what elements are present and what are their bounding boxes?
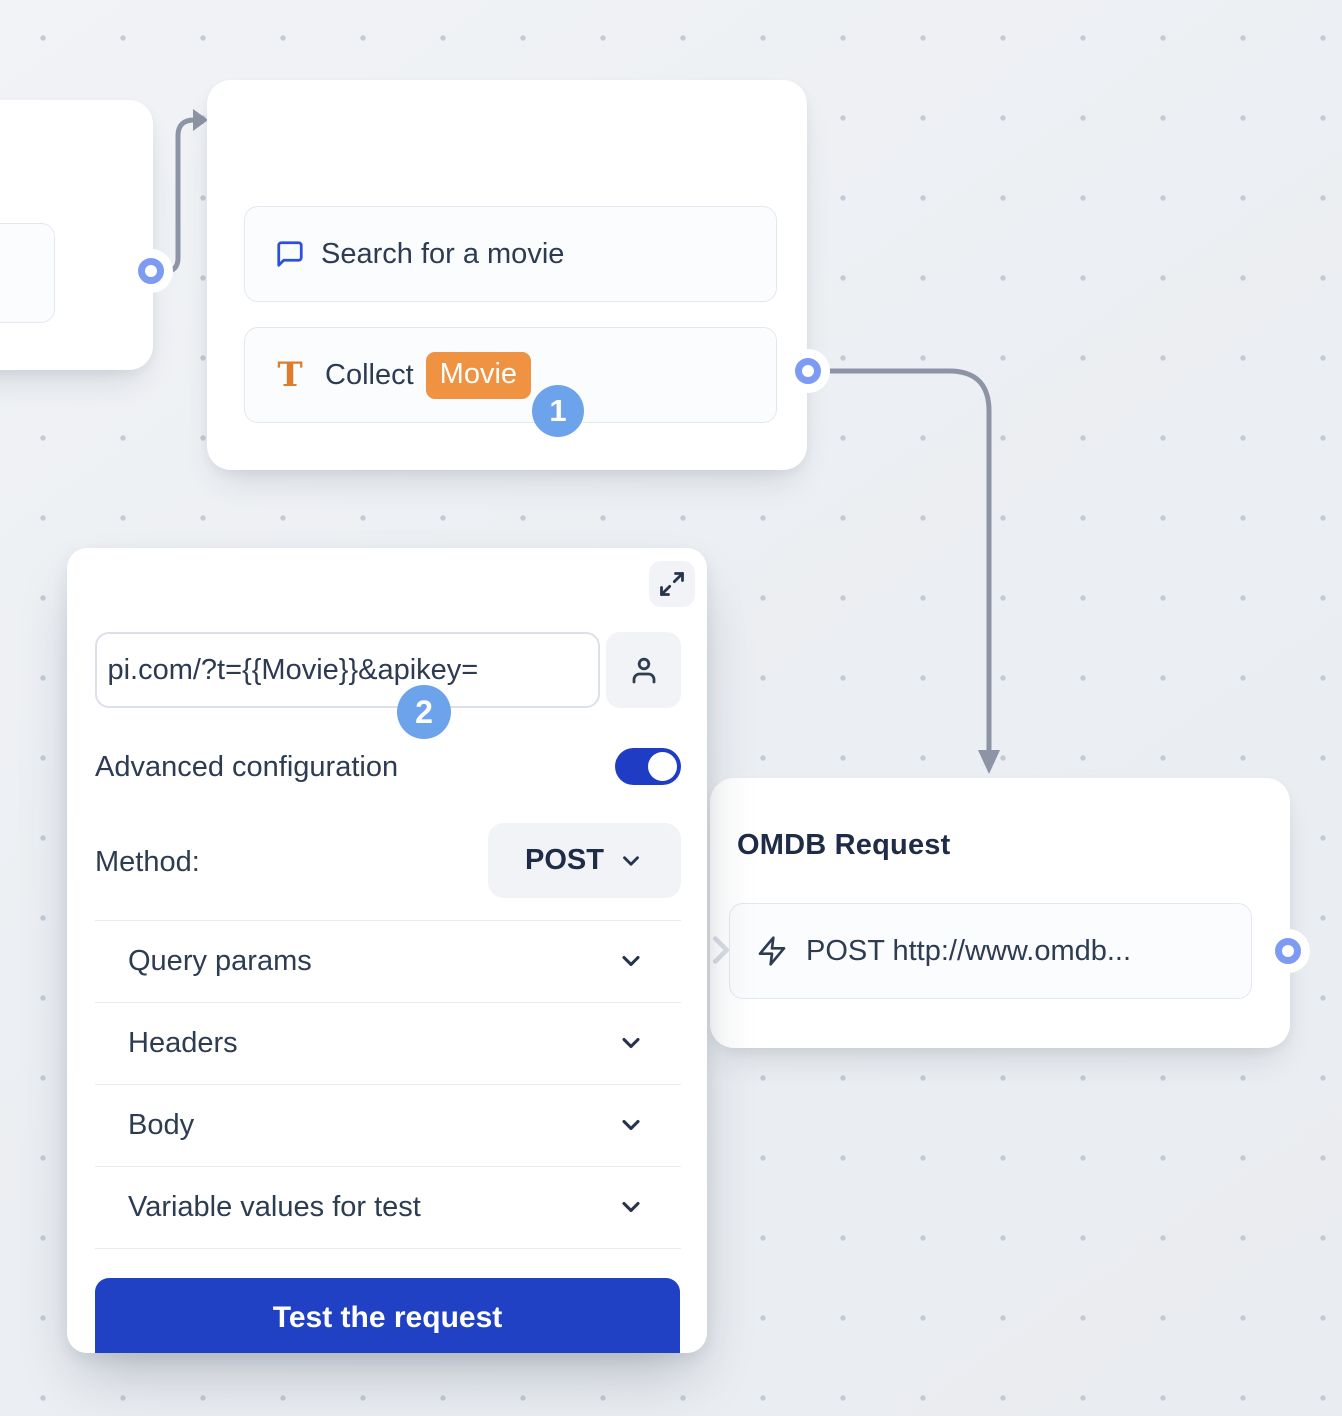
- divider: [95, 1002, 681, 1003]
- node-title: OMDB Request: [737, 829, 951, 861]
- section-label: Variable values for test: [128, 1190, 421, 1223]
- step-label: Search for a movie: [321, 237, 565, 270]
- partial-node-step[interactable]: [0, 223, 55, 323]
- port-ring: [138, 258, 164, 284]
- partial-node-card[interactable]: [0, 100, 153, 370]
- toggle-knob: [648, 752, 677, 781]
- section-query-params[interactable]: Query params: [95, 920, 681, 1002]
- method-dropdown[interactable]: POST: [488, 823, 681, 898]
- method-label: Method:: [95, 846, 200, 878]
- section-label: Query params: [128, 944, 312, 977]
- chevron-down-icon: [618, 848, 644, 874]
- insert-variable-button[interactable]: [606, 632, 681, 708]
- port-ring: [1275, 938, 1301, 964]
- arrowhead-into-movie-node: [193, 109, 208, 131]
- divider: [95, 1248, 681, 1249]
- chevron-down-icon: [617, 947, 645, 975]
- connector-movie-to-omdb: [819, 368, 992, 754]
- advanced-configuration-label: Advanced configuration: [95, 751, 399, 783]
- person-icon: [628, 654, 660, 686]
- expand-panel-button[interactable]: [649, 561, 695, 607]
- chat-bubble-icon: [275, 239, 305, 269]
- chevron-down-icon: [617, 1029, 645, 1057]
- divider: [95, 920, 681, 921]
- annotation-badge-2: 2: [397, 685, 451, 739]
- webhook-config-panel: Advanced configuration Method: POST Quer…: [67, 548, 707, 1353]
- annotation-badge-1: 1: [532, 385, 584, 437]
- expand-icon: [658, 570, 686, 598]
- webhook-url-input[interactable]: [95, 632, 600, 708]
- method-value: POST: [525, 844, 604, 876]
- step-label: POST http://www.omdb...: [806, 934, 1132, 967]
- lightning-icon: [756, 935, 788, 967]
- chevron-down-icon: [617, 1193, 645, 1221]
- text-input-icon: T: [277, 355, 303, 395]
- step-search-for-a-movie[interactable]: Search for a movie: [244, 206, 777, 302]
- variable-chip-movie[interactable]: Movie: [425, 351, 532, 399]
- divider: [95, 1166, 681, 1167]
- section-label: Body: [128, 1108, 195, 1141]
- step-collect-movie[interactable]: T Collect Movie: [244, 327, 777, 423]
- step-label: Collect: [325, 358, 414, 391]
- movie-search-node-card[interactable]: Movie search Search for a movie T Collec…: [207, 80, 807, 470]
- port-ring: [795, 358, 821, 384]
- divider: [95, 1084, 681, 1085]
- arrowhead-into-omdb-node: [978, 750, 1000, 774]
- advanced-configuration-toggle[interactable]: [615, 748, 681, 785]
- omdb-request-node-card[interactable]: OMDB Request POST http://www.omdb...: [710, 778, 1290, 1048]
- test-the-request-button[interactable]: Test the request: [95, 1278, 680, 1353]
- section-label: Headers: [128, 1026, 238, 1059]
- connector-into-movie-node: [161, 117, 198, 274]
- section-headers[interactable]: Headers: [95, 1002, 681, 1084]
- step-post-webhook[interactable]: POST http://www.omdb...: [729, 903, 1252, 999]
- section-body[interactable]: Body: [95, 1084, 681, 1166]
- input-notch-chevron-icon: [698, 927, 744, 978]
- chevron-down-icon: [617, 1111, 645, 1139]
- section-variable-values-for-test[interactable]: Variable values for test: [95, 1166, 681, 1248]
